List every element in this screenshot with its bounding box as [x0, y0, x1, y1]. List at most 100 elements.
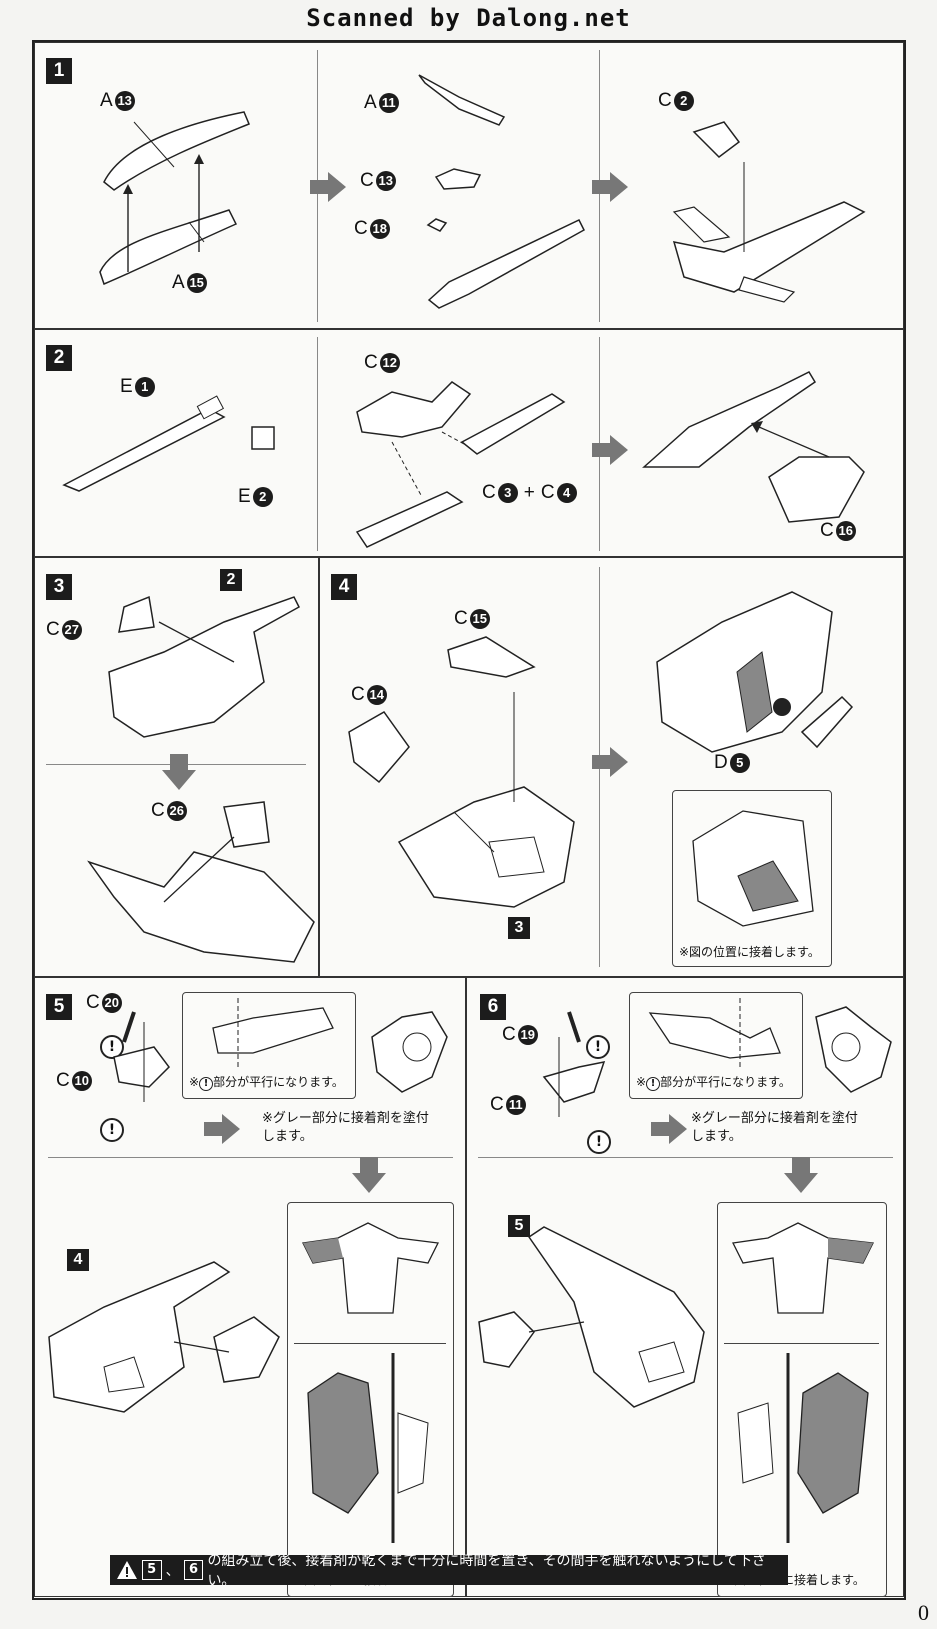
gray-note-5: ※グレー部分に接着剤を塗付 します。	[262, 1111, 429, 1144]
part-c10-detail	[371, 1011, 448, 1093]
step-1-number: 1	[46, 58, 72, 84]
attention-icon: !	[646, 1077, 661, 1091]
warning-step-6: 6	[183, 1560, 204, 1580]
page-number: 0	[918, 1600, 929, 1625]
inset-note-4: ※図の位置に接着します。	[679, 945, 820, 959]
inset-part-5c	[307, 1353, 429, 1543]
part-assy-3b	[87, 801, 315, 963]
down-arrow-5	[352, 1157, 386, 1193]
down-arrow-3	[162, 754, 196, 790]
parallel-note-6: ※!部分が平行になります。	[636, 1075, 791, 1091]
part-shell-lower	[99, 209, 238, 286]
step5-inset-2: ※図の位置に接着します。	[287, 1202, 454, 1597]
down-arrow-6	[784, 1157, 818, 1193]
warning-icon	[117, 1561, 137, 1579]
warning-text: の組み立て後、接着剤が乾くまで十分に時間を置き、その間手を触れないようにして下さ…	[207, 1553, 766, 1589]
part-assy-2b	[355, 381, 566, 548]
step-6-number: 6	[480, 994, 506, 1020]
part-c15	[447, 636, 536, 678]
attention-icon: !	[586, 1035, 610, 1059]
attention-icon: !	[199, 1077, 214, 1091]
inset-part-6b	[732, 1222, 874, 1314]
part-small-c13	[434, 168, 482, 190]
part-fin	[418, 74, 506, 126]
arrows-step1a	[123, 154, 204, 272]
step6-inset: ※!部分が平行になります。	[629, 992, 803, 1099]
part-c20-c10	[113, 1011, 170, 1102]
flow-arrow-1b	[592, 172, 628, 202]
part-c11-detail	[815, 1006, 892, 1093]
ref-step-5: 5	[508, 1215, 530, 1237]
warning-step-5: 5	[141, 1560, 162, 1580]
gray-note-6: ※グレー部分に接着剤を塗付 します。	[691, 1111, 858, 1144]
step-3-number: 3	[46, 574, 72, 600]
step-5-number: 5	[46, 994, 72, 1020]
step-4-number: 4	[331, 574, 357, 600]
flow-arrow-6	[651, 1114, 687, 1144]
step-2-number: 2	[46, 345, 72, 371]
part-body-long	[427, 219, 585, 309]
step-3-section	[34, 557, 319, 977]
ref-step-2: 2	[220, 569, 242, 591]
step6-inset-2: ※図の位置に接着します。	[717, 1202, 887, 1597]
inset-part-4	[692, 810, 814, 927]
step-2-section	[34, 329, 904, 557]
step-4-section	[319, 557, 904, 977]
ref-step-3: 3	[508, 917, 530, 939]
inset-part-5	[212, 998, 334, 1068]
flow-arrow-4	[592, 747, 628, 777]
parallel-note-5: ※!部分が平行になります。	[189, 1075, 344, 1091]
part-c14	[348, 711, 410, 784]
attention-icon: !	[587, 1130, 611, 1154]
attention-icon: !	[100, 1118, 124, 1142]
warning-bar: 5 、 6 の組み立て後、接着剤が乾くまで十分に時間を置き、その間手を触れないよ…	[110, 1553, 788, 1589]
step-1-section	[34, 42, 904, 329]
part-assy-3a	[108, 595, 300, 738]
part-blade	[62, 395, 226, 492]
ref-step-4: 4	[67, 1249, 89, 1271]
part-assy-4b	[656, 591, 854, 753]
flow-arrow-5	[204, 1114, 240, 1144]
step-5-section	[34, 977, 466, 1597]
part-shell-upper	[103, 111, 250, 191]
inset-part-5b	[302, 1222, 439, 1314]
flow-arrow-2	[592, 435, 628, 465]
step-6-section	[466, 977, 904, 1597]
scan-header: Scanned by Dalong.net	[306, 4, 631, 32]
part-assy-2c	[642, 371, 865, 523]
part-assembled-1	[672, 121, 866, 303]
part-assy-6	[478, 1226, 705, 1408]
part-e2	[251, 426, 275, 450]
part-assy-4	[397, 692, 575, 908]
inset-part-6c	[737, 1353, 869, 1543]
part-c19-c11	[542, 1011, 606, 1117]
part-assy-5	[48, 1261, 280, 1413]
step5-inset: ※!部分が平行になります。	[182, 992, 356, 1099]
flow-arrow-1a	[310, 172, 346, 202]
inset-part-6	[648, 998, 781, 1068]
warning-sep: 、	[165, 1563, 180, 1579]
step4-inset: ※図の位置に接着します。	[672, 790, 832, 967]
part-small-c18	[426, 218, 448, 232]
